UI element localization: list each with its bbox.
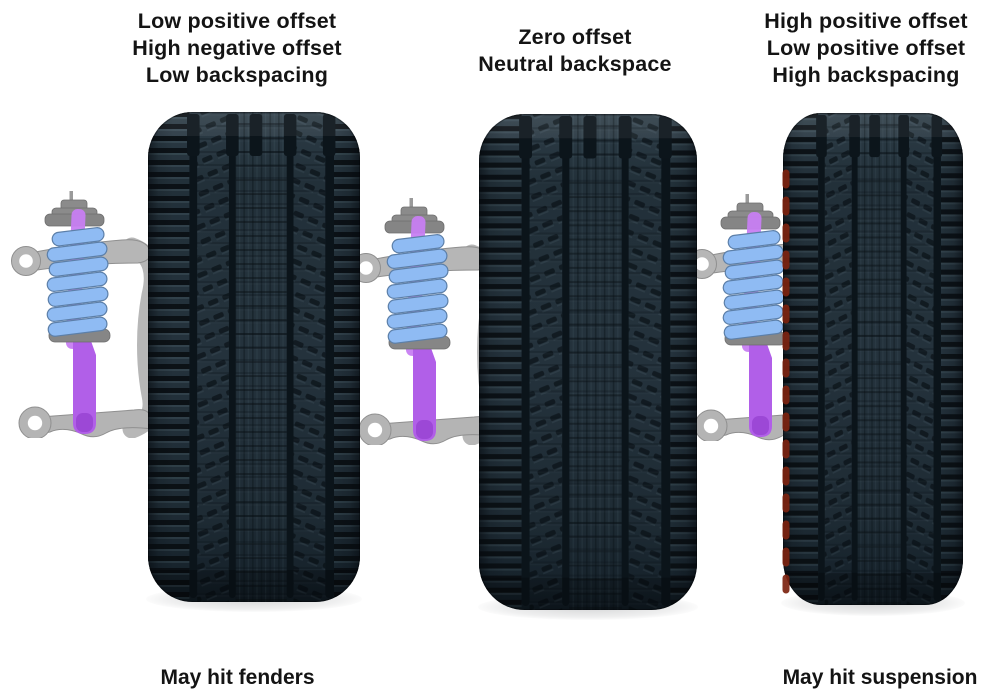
header-line: Low positive offset [766, 36, 966, 60]
panel-high-offset-caption: May hit suspension [782, 666, 978, 689]
header-line: Zero offset [518, 25, 632, 49]
tire-image [783, 113, 963, 605]
rub-marks-icon [782, 169, 790, 607]
panel-low-offset-header: Low positive offset High negative offset… [70, 8, 404, 89]
header-line: Neutral backspace [478, 52, 672, 76]
header-line: High backspacing [772, 63, 960, 87]
tire-image [479, 114, 697, 610]
header-line: Low positive offset [137, 9, 337, 33]
tire-image [148, 112, 360, 602]
panel-high-offset-header: High positive offset Low positive offset… [715, 8, 1000, 89]
panel-low-offset-caption: May hit fenders [160, 666, 315, 689]
header-line: High positive offset [764, 9, 968, 33]
suspension-strut-illustration [2, 183, 167, 438]
panel-zero-offset-header: Zero offset Neutral backspace [420, 24, 730, 78]
header-line: Low backspacing [145, 63, 329, 87]
header-line: High negative offset [132, 36, 342, 60]
